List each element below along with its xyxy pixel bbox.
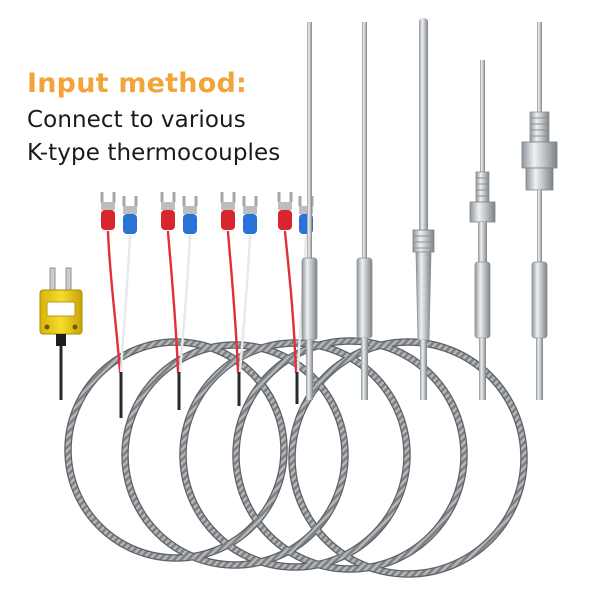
cable-drops	[119, 372, 299, 418]
caption: Input method: Connect to various K-type …	[27, 64, 280, 170]
mini-k-connector-icon	[39, 267, 83, 400]
fork-terminal-icon	[100, 192, 314, 234]
probe-1	[301, 22, 318, 400]
lead-wires	[106, 230, 308, 374]
caption-line-2: K-type thermocouples	[27, 140, 281, 166]
caption-line-1: Connect to various	[27, 107, 246, 133]
caption-title: Input method:	[27, 68, 247, 99]
probe-4	[469, 60, 496, 400]
probe-5	[521, 22, 558, 400]
probe-3	[412, 18, 435, 400]
probe-2	[356, 22, 373, 400]
